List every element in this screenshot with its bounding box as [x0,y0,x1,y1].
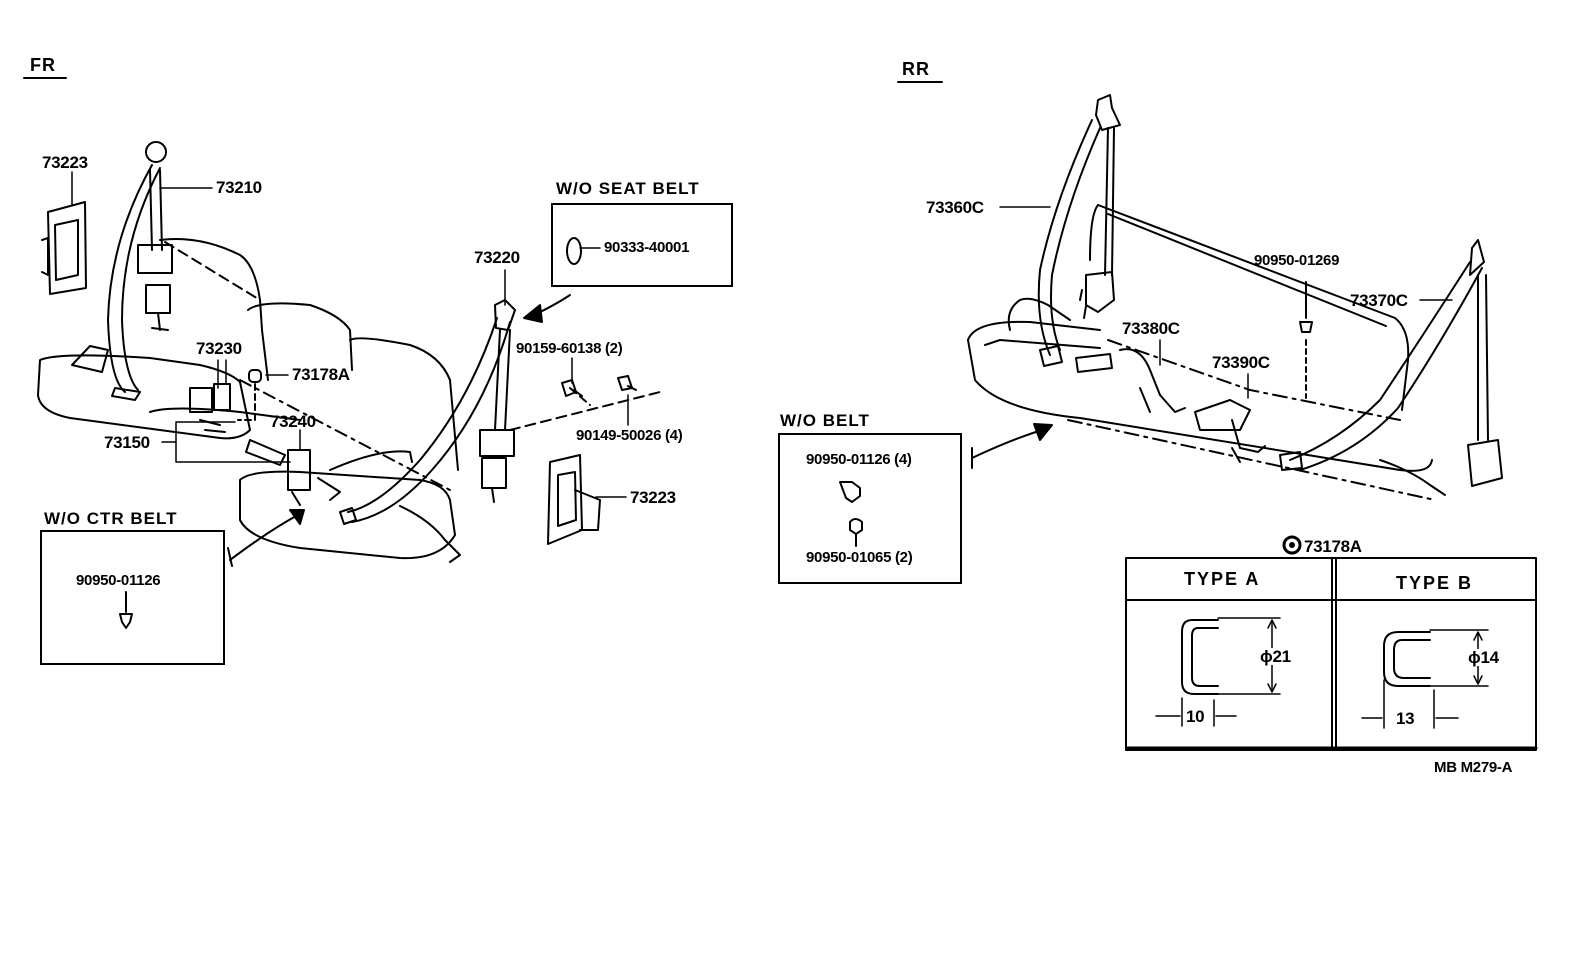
rear-seat-drawing [967,94,1503,501]
part-90159-60138-label: 90159-60138 (2) [516,340,623,357]
type-a-width-label: 10 [1186,707,1205,726]
front-arrows [227,294,571,567]
part-73370C-label: 73370C [1350,291,1408,310]
part-90149-50026-label: 90149-50026 (4) [576,427,683,444]
part-90950-01269-label: 90950-01269 [1254,252,1340,269]
part-73380C-label: 73380C [1122,319,1180,338]
part-90950-01126-rear-label: 90950-01126 (4) [806,451,912,468]
type-b-diameter-label: ϕ14 [1467,648,1500,667]
wo-belt-box [778,433,962,584]
type-b-heading: TYPE B [1396,573,1474,593]
part-73150-label: 73150 [104,433,150,452]
type-a-diameter-label: ϕ21 [1259,647,1292,666]
type-a-dimensions [1155,617,1281,727]
clip-90950-01065-icon [849,518,863,547]
wo-seat-belt-box [551,203,733,287]
clip-90950-01126-rear-icon [839,481,861,503]
front-seat-drawing [37,141,661,563]
part-73220-label: 73220 [474,248,520,267]
type-b-dimensions [1361,629,1489,729]
part-73360C-label: 73360C [926,198,984,217]
part-73230-label: 73230 [196,339,242,358]
part-90333-40001-label: 90333-40001 [604,239,690,256]
type-a-heading: TYPE A [1184,569,1261,589]
part-73178A-label: 73178A [292,365,350,384]
wo-belt-heading: W/O BELT [780,411,870,430]
wo-ctr-belt-box [40,530,225,665]
type-b-width-label: 13 [1396,709,1415,728]
part-73223-right-label: 73223 [630,488,676,507]
rear-arrow [971,423,1053,469]
part-73210-label: 73210 [216,178,262,197]
bolt-90159-icon [561,379,583,397]
type-a-handle-icon [1181,619,1219,695]
bolt-90149-icon [617,375,637,391]
part-90950-01065-label: 90950-01065 (2) [806,549,913,566]
part-90950-01126-ctr-label: 90950-01126 [76,572,161,589]
reference-marker-icon [1282,535,1302,555]
type-b-handle-icon [1383,631,1431,687]
detail-table-title: 73178A [1304,537,1362,556]
ring-73178A-icon [248,369,262,383]
wo-ctr-belt-heading: W/O CTR BELT [44,509,178,528]
wo-seat-belt-heading: W/O SEAT BELT [556,179,700,198]
clip-90950-01126-icon [119,591,133,629]
section-rr-heading: RR [902,59,930,79]
section-fr-heading: FR [30,55,56,75]
detail-table-lines [1125,557,1538,751]
o-ring-icon [566,237,582,265]
part-73390C-label: 73390C [1212,353,1270,372]
rear-leader-lines [999,206,1453,399]
diagram-code: MB M279-A [1434,759,1513,776]
part-73223-left-label: 73223 [42,153,88,172]
front-leader-lines [71,171,629,498]
part-73240-label: 73240 [270,412,316,431]
